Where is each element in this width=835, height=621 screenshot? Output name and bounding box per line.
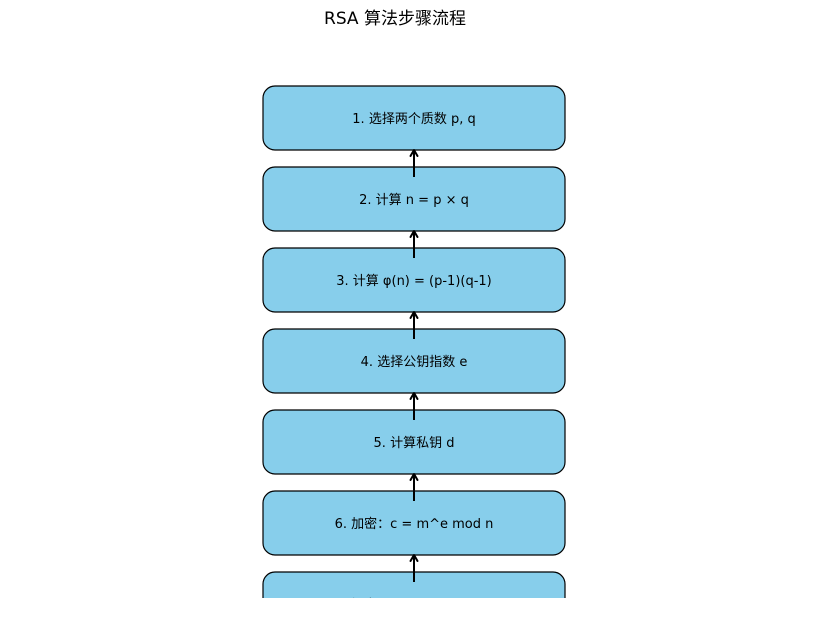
arrow-head-2 (409, 230, 419, 238)
arrow-head-6 (409, 554, 419, 562)
step-label-3: 3. 计算 φ(n) = (p-1)(q-1) (336, 274, 492, 289)
arrow-head-1 (409, 149, 419, 157)
arrow-head-4 (409, 392, 419, 400)
step-label-4: 4. 选择公钥指数 e (361, 355, 468, 370)
diagram-title: RSA 算法步骤流程 (324, 9, 466, 29)
step-label-2: 2. 计算 n = p × q (359, 193, 469, 208)
arrow-head-3 (409, 311, 419, 319)
step-label-7: 7. 解密：m = c^d mod n (334, 597, 493, 613)
step-label-1: 1. 选择两个质数 p, q (352, 112, 475, 127)
flow-steps: 1. 选择两个质数 p, q 2. 计算 n = p × q 3. 计算 φ(n) … (262, 85, 566, 613)
step-label-6: 6. 加密：c = m^e mod n (335, 516, 494, 532)
step-label-5: 5. 计算私钥 d (374, 436, 455, 451)
arrow-head-5 (409, 473, 419, 481)
